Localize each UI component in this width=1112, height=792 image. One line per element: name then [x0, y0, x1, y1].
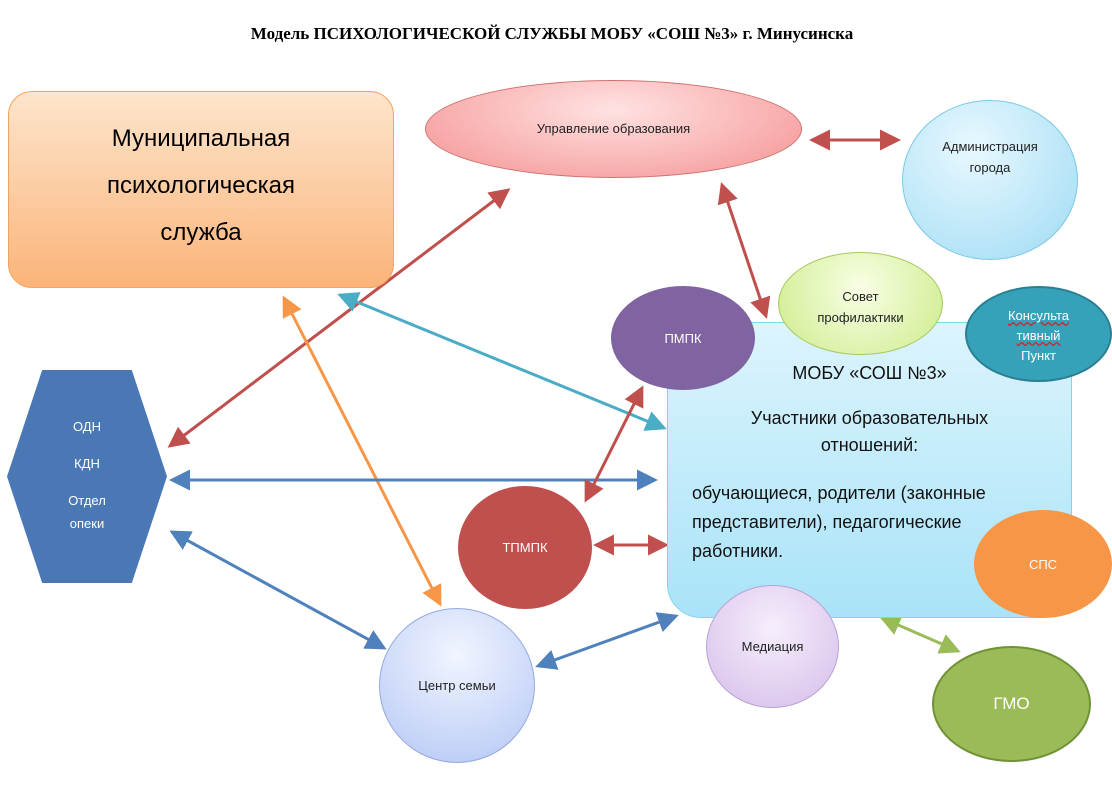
odn-label: ОДН	[72, 418, 102, 434]
prevention-council-line-2: профилактики	[817, 309, 904, 325]
municipal-service-line-2: психологическая	[107, 172, 295, 199]
participants-list-line-1: обучающиеся, родители (законные	[692, 483, 986, 503]
mediation-circle: Медиация	[706, 585, 839, 708]
participants-heading-line-1: Участники образовательных	[750, 408, 989, 428]
education-department-label: Управление образования	[536, 121, 691, 136]
participants-heading-line-2: отношений:	[820, 435, 919, 455]
family-center-circle: Центр семьи	[379, 608, 535, 763]
arrow-municipal-familycenter	[282, 295, 442, 607]
guardianship-line-1: Отдел	[68, 492, 106, 508]
tpmpk-circle: ТПМПК	[458, 486, 592, 609]
mediation-label: Медиация	[741, 639, 804, 654]
pmpk-label: ПМПК	[664, 330, 702, 346]
municipal-service-line-3: служба	[160, 219, 242, 246]
municipal-service-line-1: Муниципальная	[111, 125, 291, 152]
consultation-point-line-3: Пункт	[1021, 348, 1056, 363]
city-administration-circle: Администрация города	[902, 100, 1078, 260]
school-name: МОБУ «СОШ №3»	[792, 363, 947, 383]
participants-heading: Участники образовательных отношений:	[668, 405, 1071, 459]
diagram-title: Модель ПСИХОЛОГИЧЕСКОЙ СЛУЖБЫ МОБУ «СОШ …	[250, 24, 854, 43]
sps-circle: СПС	[974, 510, 1112, 618]
tpmpk-label: ТПМПК	[502, 540, 548, 555]
arrow-school-gmo	[879, 615, 961, 654]
consultation-point-line-1: Консульта	[1007, 308, 1070, 323]
prevention-council-circle: Совет профилактики	[778, 252, 943, 355]
education-department-ellipse: Управление образования	[425, 80, 802, 178]
prevention-council-line-1: Совет	[842, 288, 879, 304]
sps-label: СПС	[1028, 556, 1058, 572]
pmpk-circle: ПМПК	[611, 286, 755, 390]
participants-list-line-3: работники.	[692, 541, 784, 561]
family-center-label: Центр семьи	[418, 678, 496, 693]
participants-list-line-2: представители), педагогические	[692, 512, 962, 532]
municipal-psych-service-box: Муниципальная психологическая служба	[8, 91, 394, 288]
consultation-point-circle: Консульта тивный Пункт	[965, 286, 1112, 382]
arrow-municipal-school	[337, 292, 667, 431]
arrow-familycenter-school	[535, 612, 679, 670]
guardianship-line-2: опеки	[69, 515, 105, 531]
city-administration-line-2: города	[969, 160, 1011, 175]
odn-kdn-hexagon: ОДН КДН Отдел опеки	[7, 370, 167, 583]
arrow-education-school	[717, 182, 771, 319]
participants-list: обучающиеся, родители (законные представ…	[692, 479, 1002, 566]
kdn-label: КДН	[74, 455, 100, 471]
gmo-label: ГМО	[993, 694, 1030, 713]
consultation-point-line-2: тивный	[1016, 328, 1061, 343]
arrow-odn-familycenter	[169, 530, 387, 650]
gmo-circle: ГМО	[932, 646, 1091, 762]
arrow-pmpk-tpmpk	[584, 385, 644, 503]
city-administration-line-1: Администрация	[942, 139, 1038, 154]
